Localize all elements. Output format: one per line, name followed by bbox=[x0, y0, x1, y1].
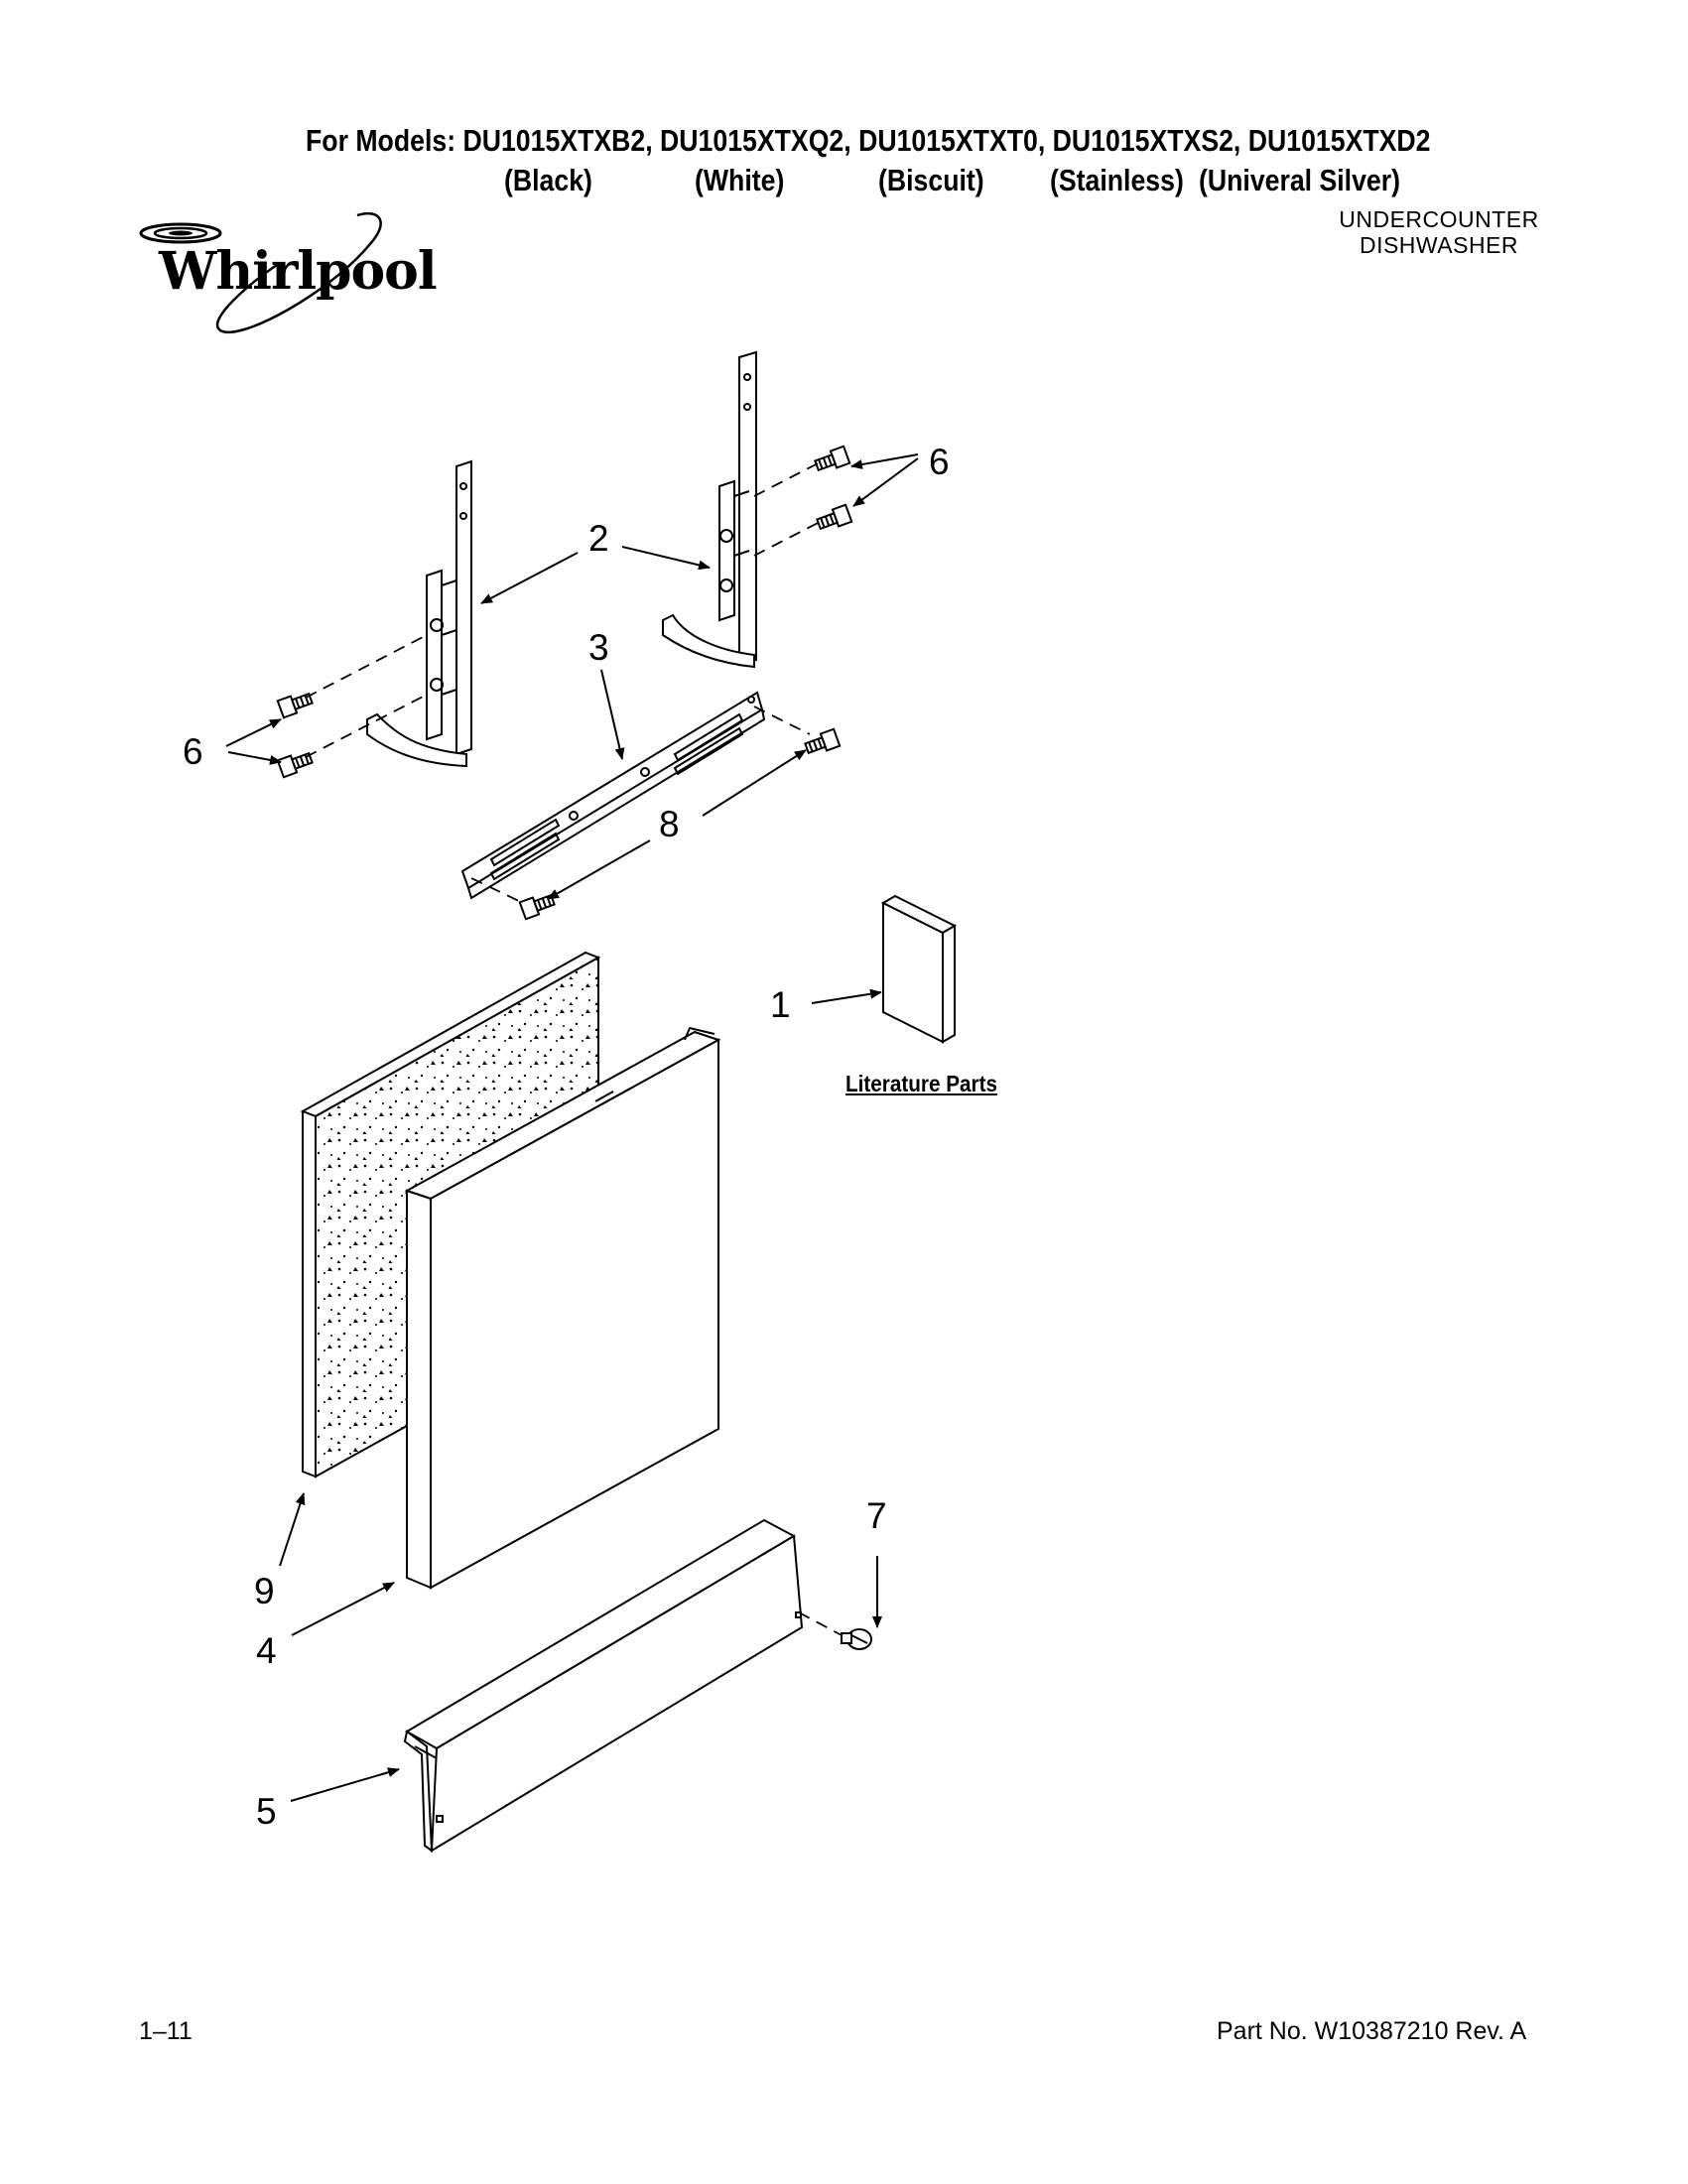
toe-kick-panel bbox=[403, 1518, 804, 1854]
product-line-1: UNDERCOUNTER bbox=[1339, 206, 1539, 232]
leader-6b-upper bbox=[225, 718, 282, 747]
hinge-bracket-right bbox=[662, 350, 757, 669]
brand-name: Whirlpool bbox=[159, 241, 438, 302]
callout-6-left: 6 bbox=[183, 731, 203, 772]
hinge-bracket-left bbox=[366, 459, 472, 768]
models-line: For Models: DU1015XTXB2, DU1015XTXQ2, DU… bbox=[306, 123, 1431, 158]
product-type: UNDERCOUNTER DISHWASHER bbox=[1320, 206, 1558, 258]
screw-7 bbox=[841, 1628, 872, 1650]
leader-9 bbox=[279, 1492, 306, 1567]
color-universal-silver: (Univeral Silver) bbox=[1199, 163, 1401, 197]
callout-6-right: 6 bbox=[929, 442, 950, 482]
callout-3: 3 bbox=[588, 627, 609, 668]
leader-6b-lower bbox=[227, 751, 282, 765]
screw-6-right-upper bbox=[814, 445, 851, 472]
leader-8-right bbox=[702, 749, 807, 817]
color-biscuit: (Biscuit) bbox=[878, 163, 984, 197]
callout-9: 9 bbox=[254, 1571, 275, 1611]
screw-6-left-upper bbox=[276, 692, 314, 719]
leader-6a-upper bbox=[850, 453, 919, 469]
part-number: Part No. W10387210 Rev. A bbox=[1217, 2017, 1527, 2045]
logo-swirl-icon bbox=[139, 211, 382, 333]
screw-8-right bbox=[804, 727, 842, 755]
callout-4: 4 bbox=[256, 1630, 277, 1671]
leader-1 bbox=[811, 988, 882, 1004]
leader-3 bbox=[600, 669, 625, 760]
literature-booklet bbox=[880, 894, 958, 1044]
page-number: 1–11 bbox=[139, 2017, 193, 2045]
door-panel bbox=[404, 1026, 721, 1590]
color-black: (Black) bbox=[504, 163, 592, 197]
screw-6-right-lower bbox=[816, 503, 853, 531]
leader-4 bbox=[291, 1582, 395, 1636]
callout-8: 8 bbox=[659, 804, 680, 844]
callout-2: 2 bbox=[588, 518, 609, 559]
callout-1: 1 bbox=[770, 984, 791, 1025]
literature-parts-label: Literature Parts bbox=[845, 1071, 998, 1096]
leader-8-left bbox=[547, 839, 651, 900]
whirlpool-logo: Whirlpool bbox=[131, 203, 438, 352]
color-stainless: (Stainless) bbox=[1050, 163, 1184, 197]
screw-8-left bbox=[518, 893, 556, 921]
leader-5 bbox=[290, 1767, 400, 1802]
callout-5: 5 bbox=[256, 1791, 277, 1832]
callout-7: 7 bbox=[866, 1495, 887, 1536]
leader-2a bbox=[480, 552, 579, 604]
screw-6-left-lower bbox=[276, 751, 314, 779]
product-line-2: DISHWASHER bbox=[1359, 232, 1519, 258]
leader-2b bbox=[621, 546, 711, 571]
color-white: (White) bbox=[695, 163, 785, 197]
leader-6a-lower bbox=[852, 457, 919, 507]
